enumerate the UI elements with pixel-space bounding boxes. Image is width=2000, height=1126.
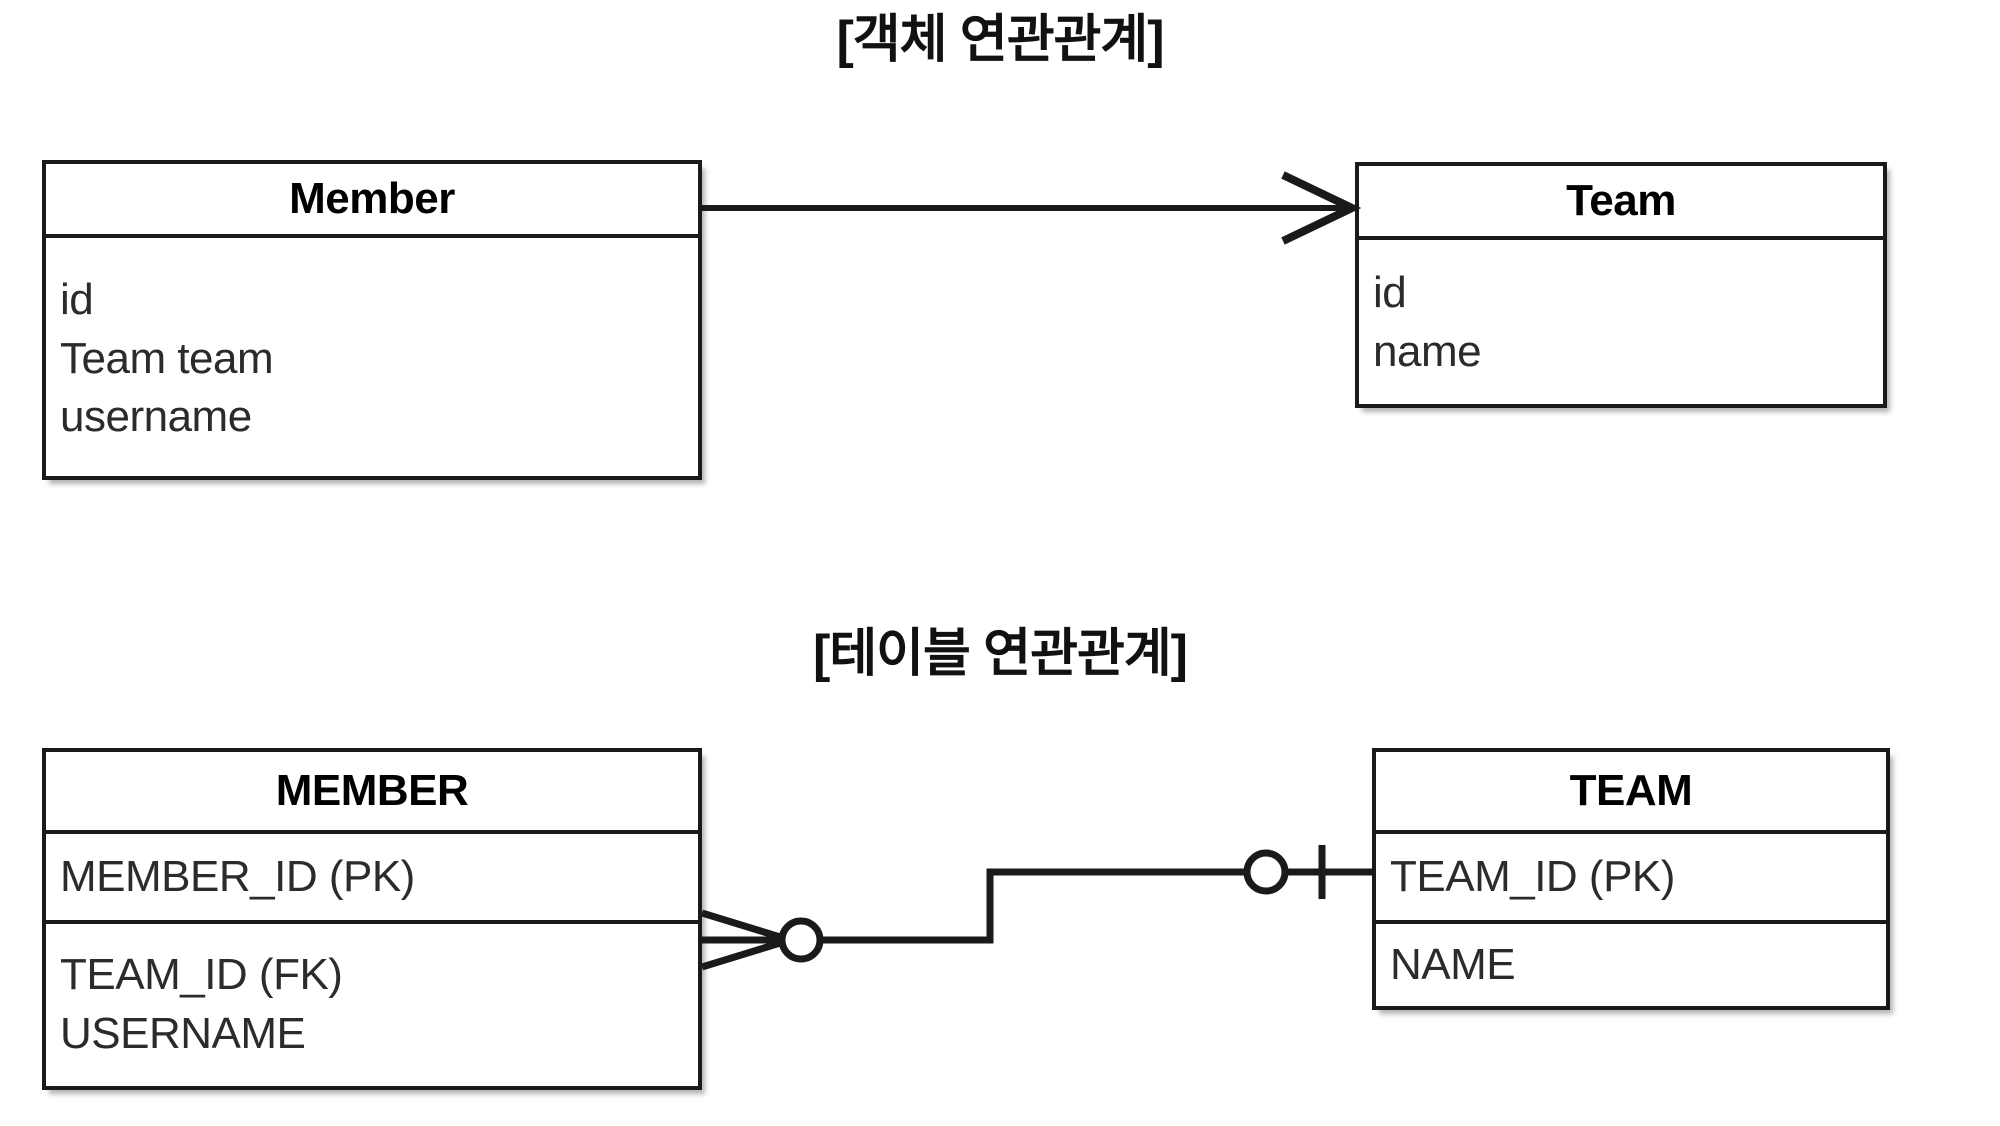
table-primary-key-team: TEAM_ID (PK) [1376, 834, 1886, 924]
class-attribute: name [1373, 327, 1482, 376]
table-box-member[interactable]: MEMBER MEMBER_ID (PK) TEAM_ID (FK) USERN… [42, 748, 702, 1090]
class-attribute: Team team [60, 333, 274, 383]
class-attribute: id [1373, 268, 1407, 318]
table-column: USERNAME [60, 1009, 306, 1058]
class-box-team[interactable]: Team id name [1355, 162, 1887, 408]
class-attribute: username [60, 392, 252, 442]
object-section-title: [객체 연관관계] [836, 11, 1164, 69]
relationship-line [812, 868, 1246, 944]
table-name-member: MEMBER [46, 752, 698, 834]
crows-foot-prong-lower [700, 936, 792, 971]
table-columns-member: TEAM_ID (FK) USERNAME [46, 924, 698, 1086]
table-name-team: TEAM [1376, 752, 1886, 834]
class-box-member[interactable]: Member id Team team username [42, 160, 702, 480]
class-name-member: Member [46, 164, 698, 238]
class-name-team: Team [1359, 166, 1883, 240]
open-arrowhead-icon [1281, 171, 1362, 245]
zero-circle-icon-member-side [778, 917, 824, 963]
class-attributes-member: id Team team username [46, 238, 698, 476]
table-box-team[interactable]: TEAM TEAM_ID (PK) NAME [1372, 748, 1890, 1010]
table-primary-key-member: MEMBER_ID (PK) [46, 834, 698, 924]
class-attribute: id [60, 275, 94, 325]
table-column: TEAM_ID (FK) [60, 950, 343, 1000]
zero-circle-icon-team-side [1243, 849, 1289, 895]
class-attributes-team: id name [1359, 240, 1883, 404]
table-column: NAME [1390, 940, 1516, 989]
crows-foot-prong-upper [700, 909, 792, 944]
table-section-title: [테이블 연관관계] [813, 625, 1188, 683]
